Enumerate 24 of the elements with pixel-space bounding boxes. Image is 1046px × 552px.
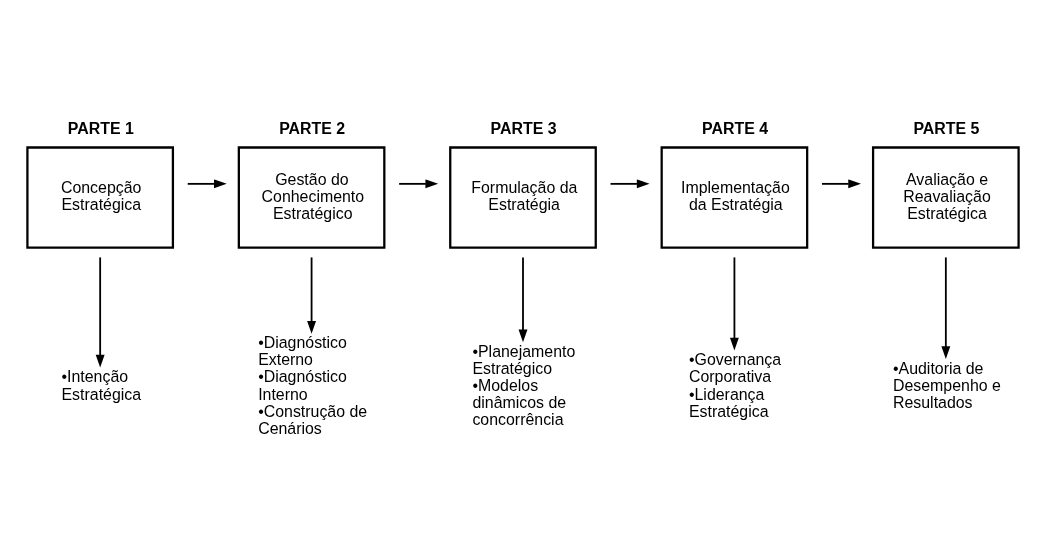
node-text: •Planejamento Estratégico •Modelos dinâmicos de concorrência xyxy=(472,342,576,428)
arrow xyxy=(821,178,861,188)
node-text: •Auditoria de Desempenho e Resultados xyxy=(892,359,1001,411)
node-label: PARTE 1 xyxy=(67,119,134,137)
arrow xyxy=(398,178,439,188)
arrow xyxy=(941,256,951,359)
node-label: PARTE 5 xyxy=(913,119,980,137)
arrow xyxy=(186,178,227,188)
arrow xyxy=(518,256,528,342)
node-box: Avaliação e Reavaliação Estratégica xyxy=(871,145,1020,249)
node-box: Formulação da Estratégia xyxy=(449,145,597,249)
node-label: PARTE 3 xyxy=(490,119,557,137)
node-box: Gestão do Conhecimento Estratégico xyxy=(237,145,386,249)
arrow xyxy=(609,178,650,188)
node-text: •Governança Corporativa •Liderança Estratégica xyxy=(688,350,782,420)
arrow xyxy=(307,256,317,334)
arrow xyxy=(729,256,739,350)
node-text: •Intenção Estratégica xyxy=(61,367,142,402)
node-text: •Diagnóstico Externo •Diagnóstico Interno •Construção de Cenários xyxy=(258,333,368,437)
node-box: Concepção Estratégica xyxy=(26,145,175,249)
node-box: Implementação da Estratégia xyxy=(660,145,809,249)
arrow xyxy=(95,256,105,368)
node-label: PARTE 4 xyxy=(702,119,769,137)
node-label: PARTE 2 xyxy=(279,119,346,137)
